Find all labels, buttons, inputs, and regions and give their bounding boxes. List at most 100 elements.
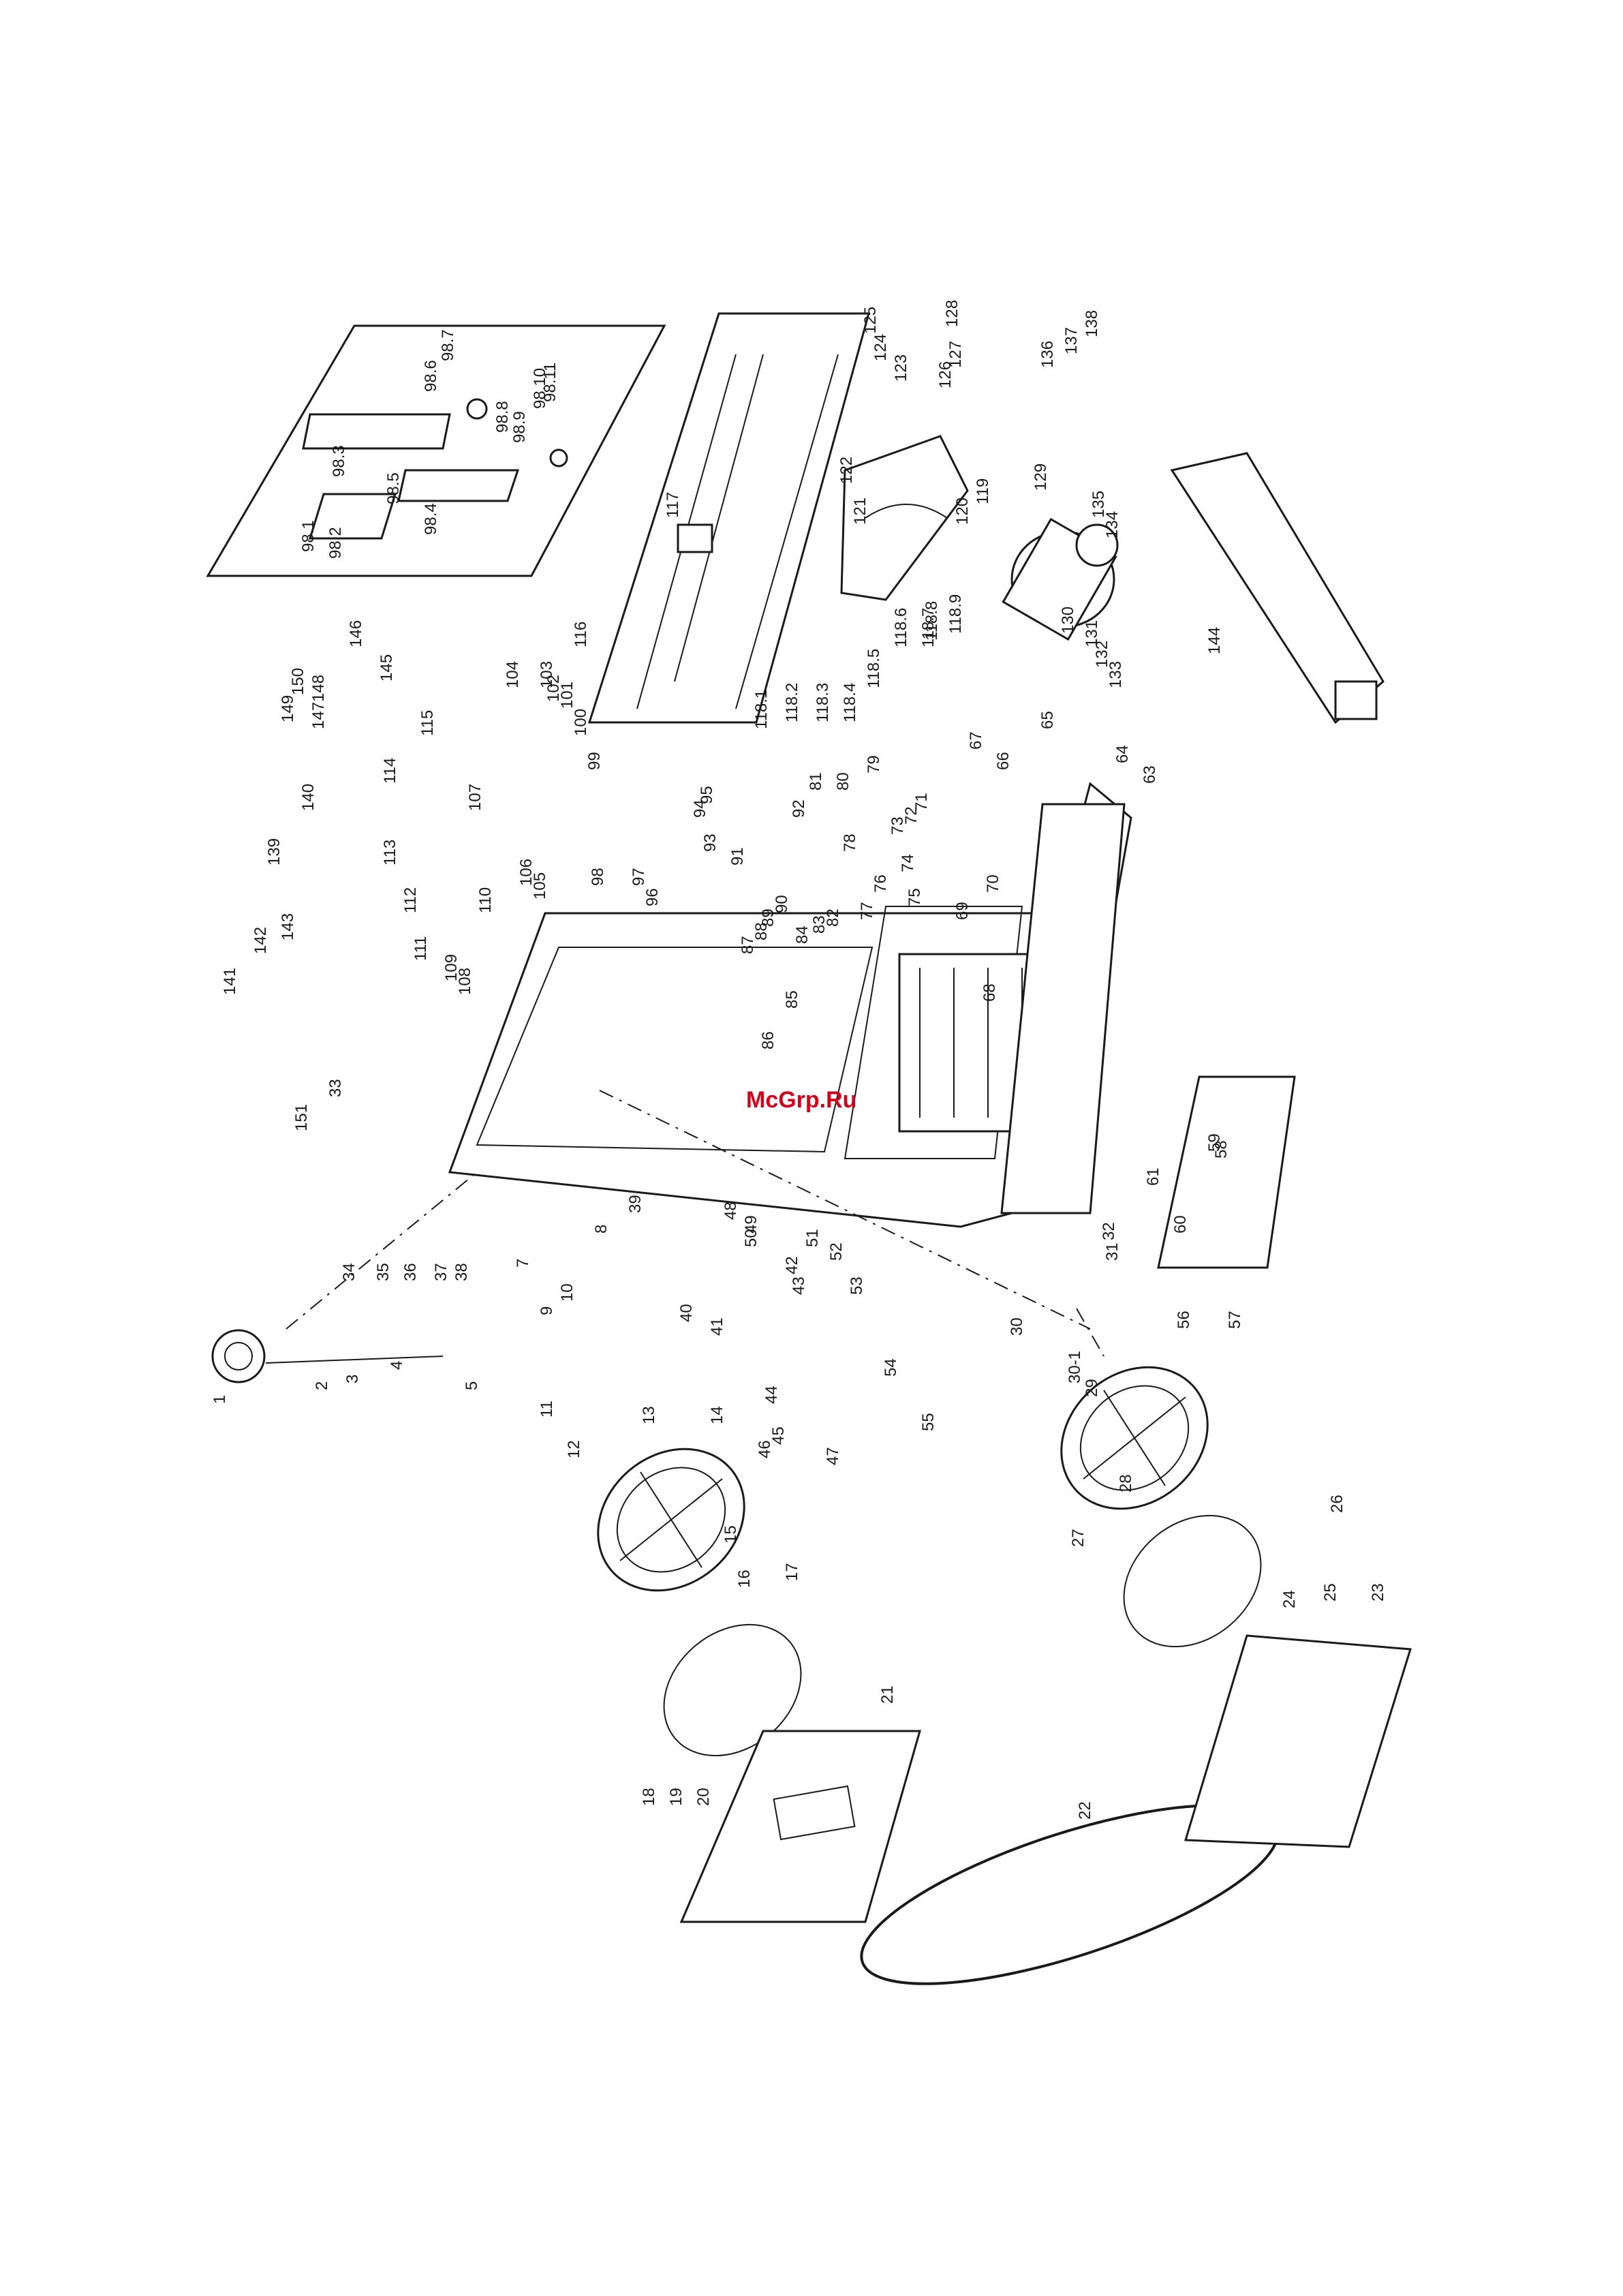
callout-105: 105 bbox=[531, 872, 549, 900]
callout-136: 136 bbox=[1038, 341, 1057, 368]
callout-102: 102 bbox=[544, 675, 563, 702]
callout-87: 87 bbox=[739, 936, 757, 954]
callout-59: 59 bbox=[1205, 1133, 1224, 1152]
callout-18: 18 bbox=[640, 1788, 658, 1806]
callout-41: 41 bbox=[708, 1317, 726, 1336]
callout-118-8: 118.8 bbox=[923, 601, 941, 641]
callout-5: 5 bbox=[463, 1381, 481, 1390]
callout-26: 26 bbox=[1328, 1495, 1346, 1513]
callout-67: 67 bbox=[967, 731, 985, 750]
callout-150: 150 bbox=[289, 668, 307, 695]
callout-108: 108 bbox=[456, 968, 474, 995]
callout-85: 85 bbox=[783, 990, 801, 1009]
callout-48: 48 bbox=[722, 1201, 740, 1220]
callout-133: 133 bbox=[1107, 661, 1125, 688]
callout-118-3: 118.3 bbox=[814, 683, 832, 722]
callout-36: 36 bbox=[401, 1263, 420, 1281]
callout-94: 94 bbox=[691, 799, 709, 818]
callout-104: 104 bbox=[504, 661, 522, 688]
callout-125: 125 bbox=[861, 307, 880, 334]
callout-38: 38 bbox=[452, 1263, 471, 1281]
callout-10: 10 bbox=[558, 1283, 576, 1302]
callout-98-2: 98.2 bbox=[326, 527, 345, 559]
callout-66: 66 bbox=[994, 752, 1013, 770]
upper-wheel bbox=[597, 1448, 745, 1592]
callout-118-1: 118.1 bbox=[752, 690, 771, 729]
callout-32: 32 bbox=[1100, 1222, 1118, 1240]
callout-42: 42 bbox=[783, 1256, 801, 1274]
callout-74: 74 bbox=[899, 854, 917, 872]
callout-30-1: 30-1 bbox=[1066, 1351, 1084, 1383]
callout-95: 95 bbox=[698, 786, 716, 804]
callout-128: 128 bbox=[943, 300, 961, 327]
callout-8: 8 bbox=[592, 1225, 610, 1234]
callout-43: 43 bbox=[790, 1276, 808, 1295]
callout-37: 37 bbox=[432, 1263, 450, 1281]
callout-33: 33 bbox=[326, 1079, 345, 1097]
callout-98-4: 98.4 bbox=[422, 503, 440, 535]
callout-22: 22 bbox=[1076, 1801, 1094, 1820]
callout-86: 86 bbox=[759, 1031, 777, 1050]
callout-88: 88 bbox=[752, 922, 771, 940]
table-top bbox=[587, 312, 870, 724]
callout-61: 61 bbox=[1144, 1167, 1162, 1186]
callout-89: 89 bbox=[759, 908, 777, 927]
watermark-text: McGrp.Ru bbox=[746, 1087, 856, 1113]
callout-3: 3 bbox=[343, 1375, 362, 1383]
callout-9: 9 bbox=[538, 1306, 556, 1315]
callout-98-5: 98.5 bbox=[384, 472, 403, 504]
callout-71: 71 bbox=[912, 793, 931, 811]
callout-17: 17 bbox=[783, 1563, 801, 1581]
callout-119: 119 bbox=[974, 478, 992, 504]
callout-21: 21 bbox=[878, 1685, 897, 1704]
callout-112: 112 bbox=[401, 887, 420, 913]
callout-148: 148 bbox=[309, 675, 328, 702]
upper-wheel-cover bbox=[679, 1730, 921, 1923]
callout-93: 93 bbox=[701, 833, 720, 852]
callout-143: 143 bbox=[279, 913, 297, 940]
callout-49: 49 bbox=[742, 1215, 760, 1234]
callout-130: 130 bbox=[1059, 607, 1077, 634]
callout-100: 100 bbox=[572, 709, 590, 736]
callout-129: 129 bbox=[1032, 463, 1050, 491]
callout-47: 47 bbox=[824, 1447, 842, 1465]
callout-98-10: 98.10 bbox=[531, 368, 549, 409]
callout-98: 98 bbox=[589, 868, 607, 886]
callout-135: 135 bbox=[1089, 491, 1108, 518]
callout-115: 115 bbox=[418, 710, 437, 736]
callout-78: 78 bbox=[841, 833, 859, 852]
callout-113: 113 bbox=[381, 840, 399, 866]
callout-83: 83 bbox=[810, 915, 829, 934]
callout-92: 92 bbox=[790, 799, 808, 818]
callout-131: 131 bbox=[1083, 620, 1101, 647]
callout-76: 76 bbox=[871, 874, 890, 893]
callout-98-11: 98.11 bbox=[541, 363, 559, 402]
callout-11: 11 bbox=[538, 1400, 556, 1418]
callout-137: 137 bbox=[1062, 327, 1081, 354]
callout-90: 90 bbox=[773, 895, 791, 913]
callout-118-7: 118.7 bbox=[919, 608, 938, 647]
callout-91: 91 bbox=[728, 847, 747, 866]
callout-14: 14 bbox=[708, 1406, 726, 1424]
callout-101: 101 bbox=[558, 682, 576, 709]
callout-28: 28 bbox=[1117, 1474, 1135, 1493]
callout-126: 126 bbox=[936, 361, 955, 388]
callout-111: 111 bbox=[412, 936, 430, 961]
callout-29: 29 bbox=[1083, 1379, 1101, 1397]
callout-16: 16 bbox=[735, 1570, 754, 1588]
callout-118-4: 118.4 bbox=[841, 683, 859, 722]
motor bbox=[1002, 517, 1119, 641]
callout-70: 70 bbox=[984, 874, 1002, 893]
callout-146: 146 bbox=[347, 620, 365, 647]
callout-65: 65 bbox=[1038, 711, 1057, 729]
callout-98-3: 98.3 bbox=[330, 445, 348, 477]
callout-30: 30 bbox=[1008, 1317, 1026, 1336]
callout-4: 4 bbox=[388, 1361, 406, 1370]
callout-117: 117 bbox=[664, 492, 682, 518]
callout-63: 63 bbox=[1141, 765, 1159, 784]
rail-assembly bbox=[1170, 452, 1385, 724]
callout-107: 107 bbox=[466, 784, 484, 811]
lower-wheel bbox=[1060, 1366, 1209, 1510]
callout-138: 138 bbox=[1083, 310, 1101, 337]
callout-7: 7 bbox=[514, 1259, 532, 1268]
